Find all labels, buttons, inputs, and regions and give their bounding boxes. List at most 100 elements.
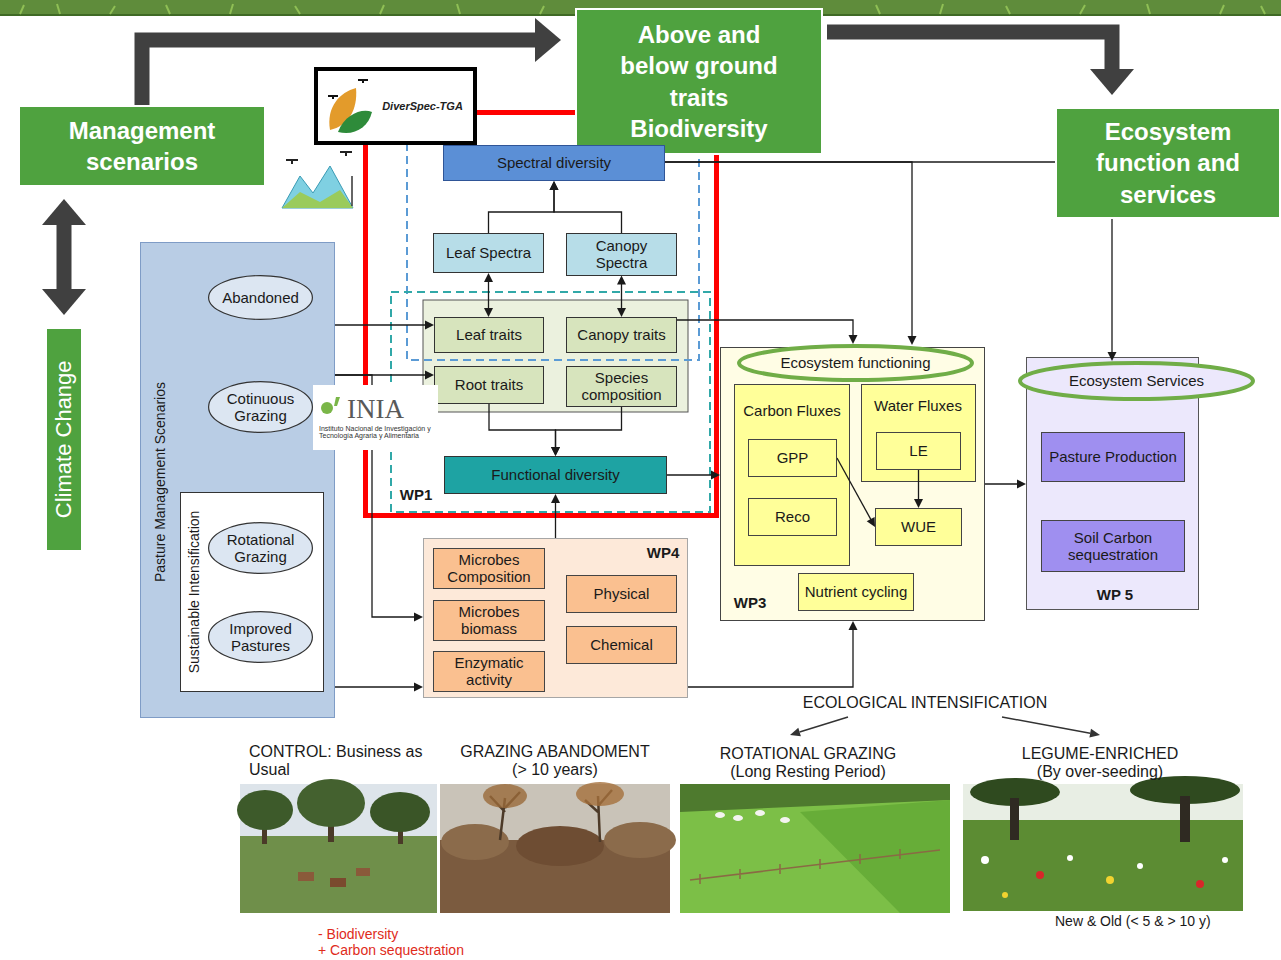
node-text: Spectral diversity: [497, 154, 611, 171]
node-text: Above and below ground traits Biodiversi…: [607, 19, 791, 144]
connector-line: [489, 404, 556, 449]
heading-slot: Water Fluxes: [874, 397, 962, 414]
connector: [617, 276, 626, 318]
node-text: Ecosystem Services: [1069, 372, 1204, 389]
node-text: Improved Pastures: [218, 620, 303, 655]
theme-box: Above and below ground traits Biodiversi…: [575, 8, 823, 155]
node-text: Canopy Spectra: [573, 237, 670, 272]
heading-slot: Carbon Fluxes: [743, 402, 841, 419]
heading-text: WP4: [647, 544, 680, 561]
node-text: Cotinuous Grazing: [218, 390, 303, 425]
section-heading: ECOLOGICAL INTENSIFICATION: [803, 694, 1047, 711]
institute-logo: INIAInstituto Nacional de Investigación …: [313, 385, 438, 450]
node-text: Soil Carbon sequestration: [1045, 529, 1181, 564]
soil-box: Enzymatic activity: [433, 651, 545, 692]
ellipse-shape: [739, 346, 972, 380]
arrow-head: [550, 181, 559, 190]
connector: [1108, 219, 1117, 361]
scenario-ellipse: Cotinuous Grazing: [208, 381, 313, 433]
service-box: Pasture Production: [1041, 432, 1185, 482]
connector-line: [665, 162, 912, 338]
node-text: GPP: [777, 449, 809, 466]
flux-variable: WUE: [875, 508, 962, 546]
connector: [665, 162, 1055, 163]
arrow-head: [551, 494, 560, 503]
connector-line: [827, 32, 1112, 71]
trait-box: Leaf traits: [434, 317, 544, 353]
flux-variable: Nutrient cycling: [798, 573, 914, 611]
connector-line: [688, 628, 853, 687]
connector-line: [335, 686, 416, 687]
connector-line: [556, 407, 622, 450]
arrow-head: [1017, 480, 1026, 489]
ellipse-shape: [209, 276, 313, 320]
arrow-head: [1090, 69, 1134, 95]
arrow-head: [42, 289, 86, 315]
service-ellipse: Ecosystem Services: [1018, 361, 1255, 401]
ellipse-shape: [1020, 363, 1253, 399]
intensification-box: Sustainable Intensification Rotational Gr…: [180, 492, 324, 692]
spectra-box: Leaf Spectra: [433, 233, 544, 273]
node-text: Rotational Grazing: [218, 531, 303, 566]
work-package-box: WP4Microbes CompositionMicrobes biomassE…: [423, 538, 688, 698]
heading-text: WP 5: [1097, 586, 1133, 603]
connector-line: [335, 324, 427, 325]
heading-slot: Sustainable Intensification: [186, 511, 202, 674]
connector-line: [985, 483, 1019, 484]
photo-caption: CONTROL: Business as Usual: [249, 743, 422, 778]
theme-box: Ecosystem function and services: [1055, 107, 1281, 219]
connector-line: [621, 283, 622, 311]
flux-variable: Reco: [748, 498, 837, 536]
spectral-region: [407, 113, 699, 360]
project-logo: DiverSpec-TGA: [314, 67, 477, 145]
arrow-head: [914, 499, 923, 508]
node-text: Instituto Nacional de Investigación y Te…: [319, 425, 434, 440]
connector: [550, 181, 622, 233]
node-text: DiverSpec-TGA: [382, 100, 463, 113]
flux-variable: GPP: [748, 439, 837, 477]
heading-slot: WP4: [647, 544, 680, 561]
connector: [335, 375, 423, 622]
arrow-head: [484, 308, 493, 317]
functional-box: Functional diversity: [444, 456, 667, 494]
heading-slot: WP1: [400, 486, 433, 503]
node-text: Leaf traits: [456, 326, 522, 343]
ellipse-shape: [209, 523, 313, 574]
photo-caption-slot: GRAZING ABANDOMENT (> 10 years): [455, 743, 655, 780]
flux-variable: LE: [876, 432, 961, 470]
photo-caption: ROTATIONAL GRAZING (Long Resting Period): [720, 745, 897, 780]
connector-line: [555, 501, 556, 538]
node-text: Climate Change: [50, 361, 79, 519]
service-box: Soil Carbon sequestration: [1041, 520, 1185, 572]
photo-note-slot: New & Old (< 5 & > 10 y): [1055, 913, 1255, 929]
scenario-ellipse: Rotational Grazing: [208, 522, 313, 574]
flux-box: Water FluxesLE: [861, 384, 976, 482]
node-text: Management scenarios: [50, 115, 234, 177]
effect-note: + Carbon sequestration: [318, 942, 464, 958]
photo-caption: GRAZING ABANDOMENT (> 10 years): [460, 743, 649, 778]
connector: [551, 407, 622, 457]
node-text: Physical: [594, 585, 650, 602]
node-text: WUE: [901, 518, 936, 535]
connector: [551, 494, 560, 538]
heading-slot: WP3: [734, 594, 767, 611]
connector-line: [918, 470, 919, 501]
traits-frame: [423, 300, 688, 412]
photo-note: New & Old (< 5 & > 10 y): [1055, 913, 1211, 929]
spectral-box: Spectral diversity: [443, 145, 665, 181]
node-text: Reco: [775, 508, 810, 525]
node-text: Enzymatic activity: [438, 654, 540, 689]
flow-arrow: [142, 18, 561, 105]
ellipse-shape: [209, 382, 313, 433]
arrow-head: [908, 336, 917, 345]
arrow-head: [414, 613, 423, 622]
heading-text: Carbon Fluxes: [743, 402, 841, 419]
node-text: LE: [909, 442, 927, 459]
connector: [335, 321, 434, 330]
effect-note-slot: + Carbon sequestration: [318, 942, 538, 958]
photo-rotational: [680, 784, 950, 913]
arrow-head: [867, 517, 875, 527]
trait-box: Root traits: [434, 366, 544, 404]
arrow-head: [425, 321, 434, 330]
photo-control: [237, 779, 437, 913]
